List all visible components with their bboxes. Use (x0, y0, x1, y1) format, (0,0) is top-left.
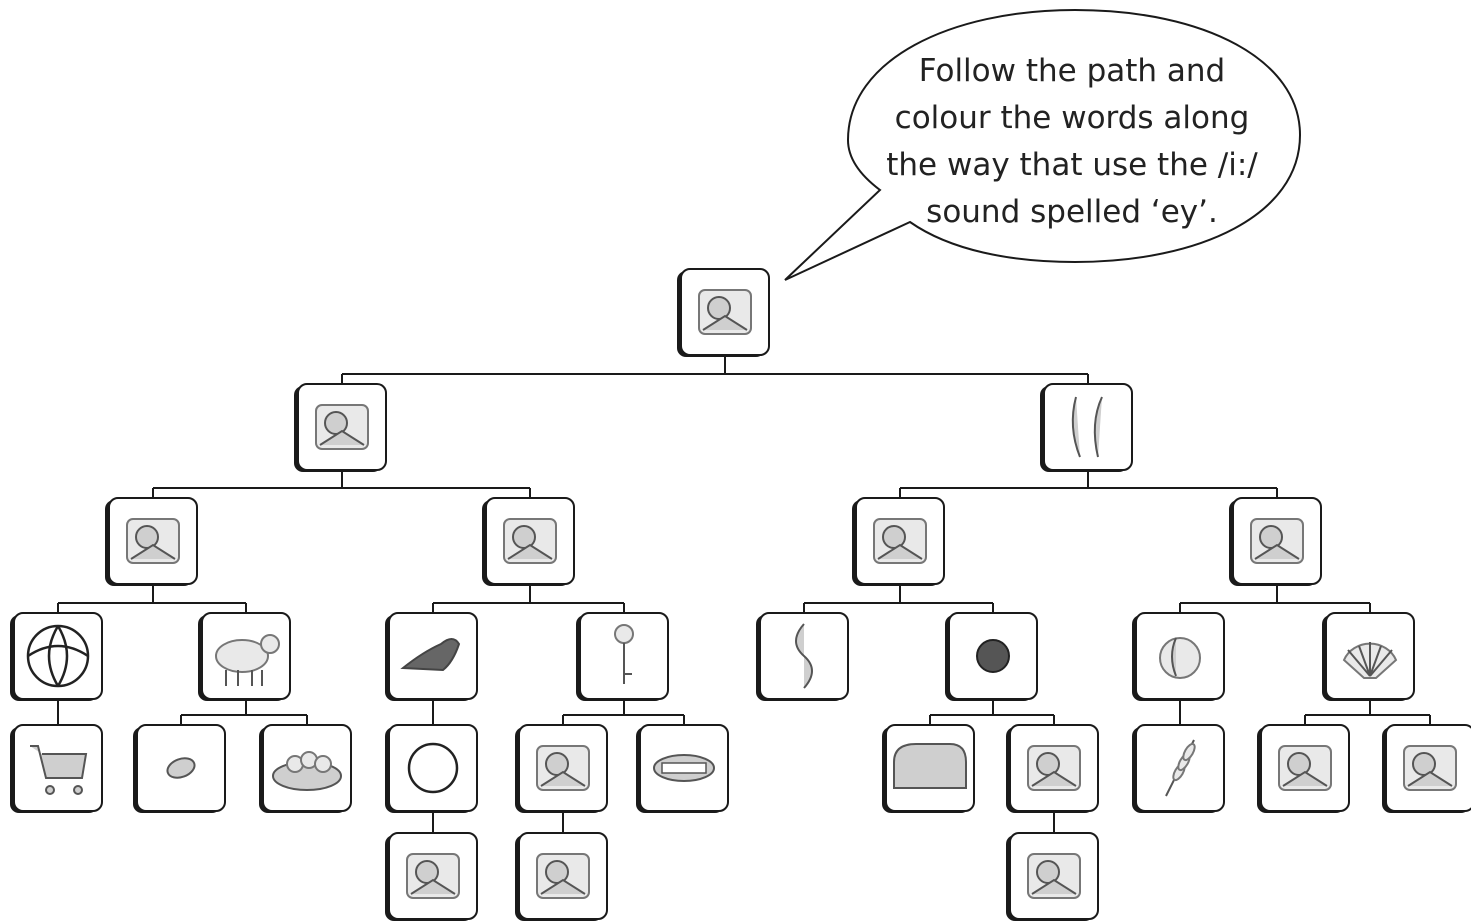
knee-icon (1071, 396, 1103, 458)
picture-card-shell[interactable] (1322, 612, 1415, 701)
circle-icon (407, 742, 459, 794)
picture-card-seaweed[interactable] (756, 612, 849, 701)
picture-card-donkey[interactable] (515, 832, 608, 921)
picture-card-scarecrow[interactable] (515, 724, 608, 813)
monkey-icon (406, 853, 460, 899)
picture-card-teeth[interactable] (636, 724, 729, 813)
bean-icon (166, 757, 196, 779)
instruction-line-3: the way that use the /i:/ (886, 147, 1258, 183)
seaweed-icon (795, 623, 813, 689)
nest-icon (272, 751, 342, 791)
picture-card-valley[interactable] (1382, 724, 1471, 813)
pterodactyl-icon (1027, 745, 1081, 791)
key-icon (614, 624, 634, 684)
picture-card-turkey[interactable] (1229, 497, 1322, 586)
picture-card-bread[interactable] (882, 724, 975, 813)
tree-connectors (57, 355, 1431, 833)
instruction-line-1: Follow the path and (918, 53, 1226, 89)
card-frame (1043, 383, 1133, 471)
picture-card-donkey[interactable] (852, 497, 945, 586)
wheat-icon (1165, 739, 1196, 797)
picture-card-nest[interactable] (259, 724, 352, 813)
instruction-text: Follow the path and colour the words alo… (862, 48, 1282, 236)
hockey-icon (126, 518, 180, 564)
picture-card-circle[interactable] (385, 724, 478, 813)
picture-card-monkey[interactable] (677, 268, 770, 357)
monkey-icon (698, 289, 752, 335)
seal-icon (400, 638, 461, 672)
chimney-icon (315, 404, 369, 450)
picture-card-seal[interactable] (385, 612, 478, 701)
picture-card-turkey[interactable] (1257, 724, 1350, 813)
bread-icon (893, 743, 967, 789)
picture-card-pterodactyl[interactable] (1006, 724, 1099, 813)
picture-card-key[interactable] (576, 612, 669, 701)
picture-card-sheep[interactable] (198, 612, 291, 701)
trolley-icon (30, 745, 88, 795)
turkey-icon (1278, 745, 1332, 791)
picture-card-honey[interactable] (482, 497, 575, 586)
donkey-icon (873, 518, 927, 564)
picture-cards (10, 268, 1471, 921)
picture-card-hockey[interactable] (105, 497, 198, 586)
picture-card-chimney[interactable] (294, 383, 387, 472)
pea-icon (976, 639, 1010, 673)
honey-icon (503, 518, 557, 564)
picture-card-knee[interactable] (1040, 383, 1133, 472)
teeth-icon (653, 754, 715, 782)
picture-card-jockey[interactable] (1006, 832, 1099, 921)
picture-card-monkey[interactable] (385, 832, 478, 921)
card-frame (388, 724, 478, 812)
picture-card-beach-ball[interactable] (10, 612, 103, 701)
picture-card-trolley[interactable] (10, 724, 103, 813)
shell-icon (1342, 642, 1398, 679)
donkey-icon (536, 853, 590, 899)
valley-icon (1403, 745, 1457, 791)
picture-card-wheat[interactable] (1132, 724, 1225, 813)
instruction-line-4: sound spelled ‘ey’. (926, 194, 1218, 230)
picture-card-peach[interactable] (1132, 612, 1225, 701)
picture-card-bean[interactable] (133, 724, 226, 813)
scarecrow-icon (536, 745, 590, 791)
picture-card-pea[interactable] (945, 612, 1038, 701)
jockey-icon (1027, 853, 1081, 899)
turkey-icon (1250, 518, 1304, 564)
peach-icon (1159, 637, 1201, 679)
speech-bubble (784, 8, 1302, 281)
instruction-line-2: colour the words along (894, 100, 1250, 136)
beach-ball-icon (26, 624, 90, 688)
sheep-icon (215, 634, 280, 686)
